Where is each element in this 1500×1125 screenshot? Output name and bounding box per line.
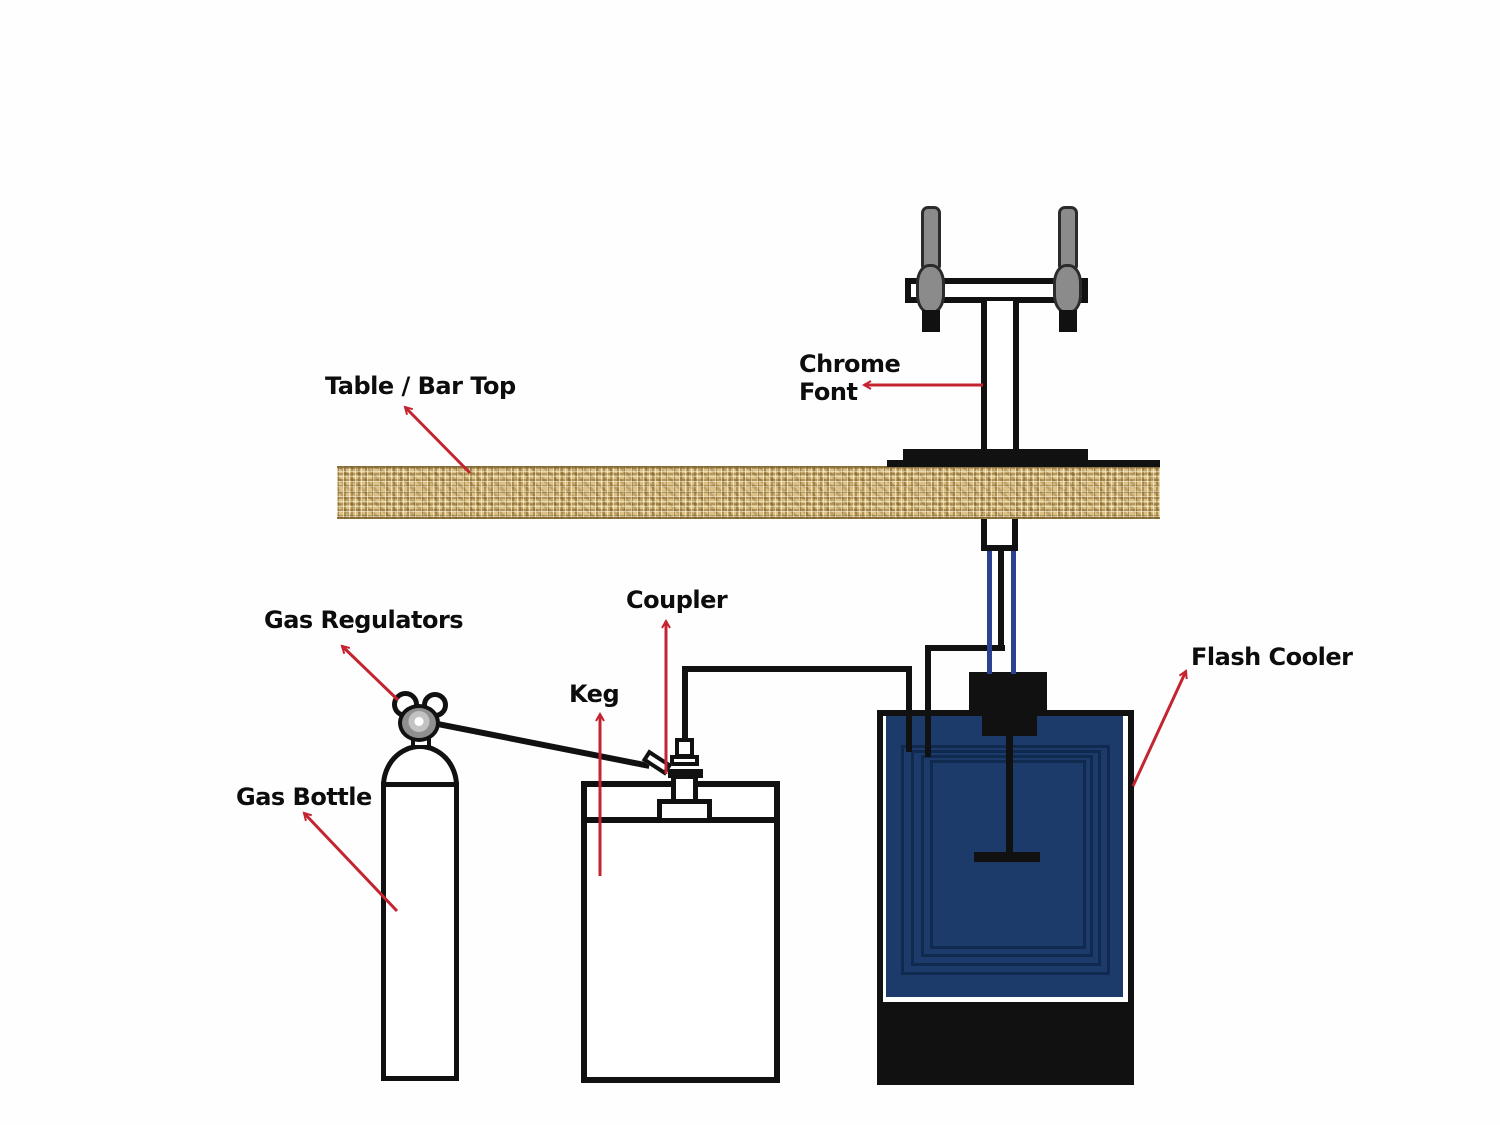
label-flash-cooler: Flash Cooler xyxy=(1191,643,1353,671)
agitator-paddle xyxy=(974,852,1040,862)
label-chrome-font: Chrome Font xyxy=(799,350,901,407)
label-coupler: Coupler xyxy=(626,586,728,614)
bottle-dome xyxy=(381,744,459,786)
arrow-table-bar-top xyxy=(403,405,472,475)
label-gas-bottle: Gas Bottle xyxy=(236,783,372,811)
line-segment-down-into-cooler xyxy=(906,666,912,752)
line-segment-up-from-coupler xyxy=(682,668,688,744)
tower-under-bar-sleeve xyxy=(981,519,1018,551)
hose-line xyxy=(436,721,650,769)
tower-base-plate xyxy=(903,449,1088,462)
line-segment-horizontal xyxy=(925,645,1005,651)
tower-column xyxy=(981,301,1019,451)
arrow-gas-regulators xyxy=(340,644,400,702)
tower-base-strip xyxy=(887,460,1160,467)
bottle-body xyxy=(381,782,459,1081)
line-segment-horizontal xyxy=(682,666,912,672)
coupler-stem xyxy=(675,738,694,758)
hose-coupler-connector xyxy=(641,749,673,776)
label-table-bar-top: Table / Bar Top xyxy=(325,372,516,400)
cooler-base xyxy=(883,1002,1128,1079)
tap-faucet-right xyxy=(1053,264,1082,314)
tap-handle-left xyxy=(921,206,941,270)
tap-faucet-left xyxy=(916,264,945,314)
label-keg: Keg xyxy=(569,680,620,708)
cooling-coil-outer xyxy=(901,745,1110,975)
agitator-motor-mount xyxy=(982,710,1037,736)
coupler-body xyxy=(671,774,698,804)
agitator-motor xyxy=(969,672,1047,712)
bar-top-surface xyxy=(337,466,1160,519)
label-gas-regulators: Gas Regulators xyxy=(264,606,464,634)
coupler-wing-band xyxy=(668,769,703,778)
regulator-body xyxy=(398,704,440,742)
keg-body xyxy=(581,817,780,1083)
tap-handle-right xyxy=(1058,206,1078,270)
arrow-flash-cooler xyxy=(1131,669,1188,787)
agitator-shaft xyxy=(1006,734,1013,856)
coolant-line-left xyxy=(987,551,992,674)
line-segment-up-from-coil xyxy=(925,645,931,757)
line-segment-up-to-font xyxy=(998,551,1004,651)
tap-spout-right xyxy=(1059,310,1077,332)
tap-spout-left xyxy=(922,310,940,332)
coolant-line-right xyxy=(1011,551,1016,674)
